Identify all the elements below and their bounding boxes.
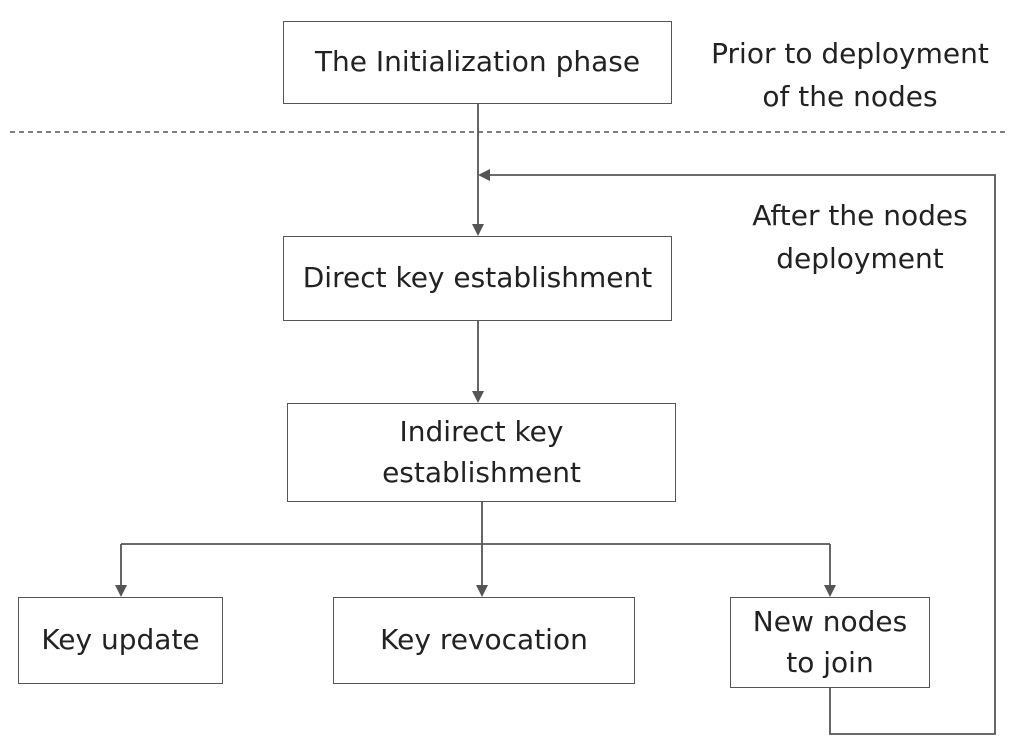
after-deployment-note: After the nodes deployment: [752, 199, 968, 276]
direct-key-establishment-box: Direct key establishment: [283, 236, 672, 321]
feedback-arrow-new-nodes-to-direct: [478, 169, 996, 735]
key-revocation-label: Key revocation: [380, 623, 588, 657]
indirect-key-establishment-box: Indirect key establishment: [287, 403, 676, 502]
new-nodes-to-join-label: New nodes to join: [752, 604, 908, 679]
key-update-label: Key update: [41, 623, 200, 657]
initialization-phase-label: The Initialization phase: [314, 45, 641, 79]
initialization-phase-box: The Initialization phase: [283, 21, 672, 104]
indirect-key-establishment-label: Indirect key establishment: [382, 414, 581, 489]
prior-to-deployment-note: Prior to deployment of the nodes: [711, 37, 989, 114]
direct-key-establishment-label: Direct key establishment: [302, 261, 653, 295]
key-revocation-box: Key revocation: [333, 597, 635, 684]
key-update-box: Key update: [18, 597, 223, 684]
new-nodes-to-join-box: New nodes to join: [730, 597, 930, 688]
